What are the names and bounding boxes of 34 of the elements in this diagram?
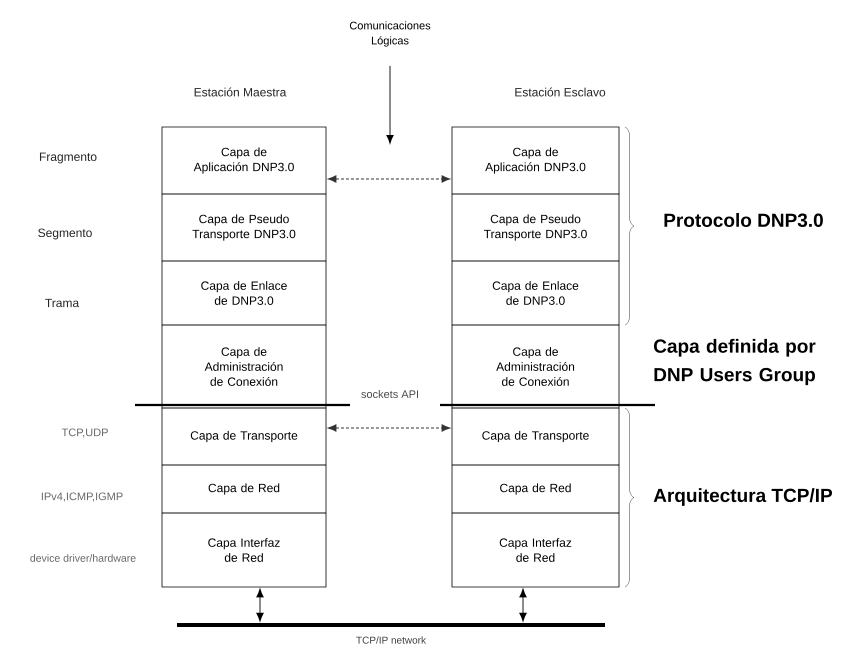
protocol-label: IPv4,ICMP,IGMP (40, 491, 124, 503)
node-label: TCP/IP network (356, 636, 426, 644)
layer-box: Capa de Transporte (162, 408, 326, 466)
layer-box: Capa de Administración de Conexión (452, 324, 620, 408)
arrow (386, 65, 394, 144)
side-label: Fragmento (38, 152, 98, 164)
interface-label: sockets API (360, 388, 420, 400)
layer-box: Capa de Transporte (452, 408, 620, 466)
layer-box: Capa Interfaz de Red (452, 512, 620, 588)
layer-box: Capa de Enlace de DNP3.0 (452, 260, 620, 326)
layer-box: Capa de Aplicación DNP3.0 (452, 126, 620, 194)
layer-box: Capa de Administración de Conexión (162, 324, 326, 408)
side-label: Segmento (36, 228, 94, 240)
station-label: Estación Maestra (192, 86, 288, 98)
layer-box: Capa de Pseudo Transporte DNP3.0 (162, 194, 326, 262)
layer-box: Capa de Pseudo Transporte DNP3.0 (452, 194, 620, 262)
protocol-label: TCP,UDP (60, 427, 110, 439)
group-label: Capa definida por DNP Users Group (654, 338, 816, 386)
layer-box: Capa Interfaz de Red (162, 512, 326, 588)
heading-text: Comunicaciones Lógicas (350, 21, 430, 47)
layer-box: Capa de Aplicación DNP3.0 (162, 126, 326, 194)
side-label: Trama (44, 298, 80, 308)
layer-box: Capa de Red (452, 464, 620, 514)
layer-box: Capa de Red (162, 464, 326, 514)
station-label: Estación Esclavo (513, 86, 607, 98)
group-label: Arquitectura TCP/IP (654, 488, 832, 506)
arrow (328, 424, 450, 432)
arrow (328, 175, 450, 183)
arrow (256, 588, 264, 622)
network-bus: TCP/IP network (177, 623, 605, 644)
protocol-label: device driver/hardware (28, 553, 138, 563)
group-label: Protocolo DNP3.0 (664, 213, 823, 227)
arrow (519, 588, 527, 622)
layer-box: Capa de Enlace de DNP3.0 (162, 260, 326, 326)
